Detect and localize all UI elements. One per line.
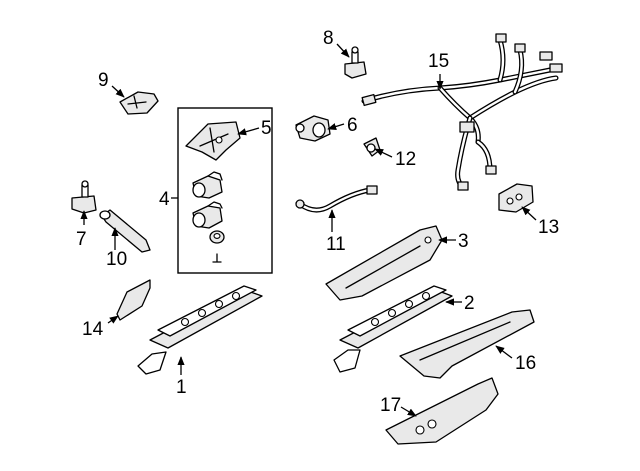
part-16-rail	[399, 309, 535, 379]
callout-10: 10	[106, 249, 127, 270]
callout-17: 17	[380, 395, 401, 416]
part-6-motor	[295, 115, 331, 142]
part-17-cover	[385, 377, 499, 445]
callout-2: 2	[464, 293, 475, 314]
part-4-group-box	[177, 107, 273, 274]
callout-4: 4	[159, 189, 170, 210]
leader-13	[521, 206, 537, 221]
leader-14	[107, 315, 119, 324]
part-10-cable	[99, 209, 151, 253]
part-14-cover	[116, 279, 151, 321]
part-15-wiring-harness	[361, 33, 563, 191]
callout-1: 1	[176, 377, 187, 398]
leader-17	[400, 406, 417, 417]
callout-3: 3	[458, 231, 469, 252]
leader-16	[495, 345, 513, 359]
part-2-seat-track	[333, 285, 453, 373]
callout-15: 15	[428, 51, 449, 72]
callout-5: 5	[261, 118, 272, 139]
leader-8	[336, 43, 350, 58]
part-1-seat-track	[137, 285, 263, 375]
callout-7: 7	[76, 229, 87, 250]
part-13-connector	[498, 183, 534, 213]
leader-12	[374, 148, 393, 158]
part-11-sensor	[295, 185, 378, 213]
callout-8: 8	[323, 28, 334, 49]
part-7-switch	[71, 180, 97, 214]
callout-14: 14	[82, 319, 104, 340]
part-8-switch	[344, 46, 367, 79]
callout-12: 12	[395, 149, 416, 170]
callout-13: 13	[538, 217, 559, 238]
part-5-bracket	[185, 121, 241, 161]
callout-6: 6	[347, 115, 358, 136]
callout-16: 16	[515, 353, 536, 374]
leader-5	[237, 127, 260, 136]
leader-9	[111, 85, 125, 98]
part-9-bracket	[119, 91, 159, 115]
callout-9: 9	[98, 70, 109, 91]
part-4-motor-assembly	[192, 171, 225, 263]
callout-11: 11	[326, 234, 346, 255]
part-12-sensor	[363, 137, 381, 157]
part-3-frame	[325, 225, 443, 301]
leader-6	[327, 123, 345, 131]
